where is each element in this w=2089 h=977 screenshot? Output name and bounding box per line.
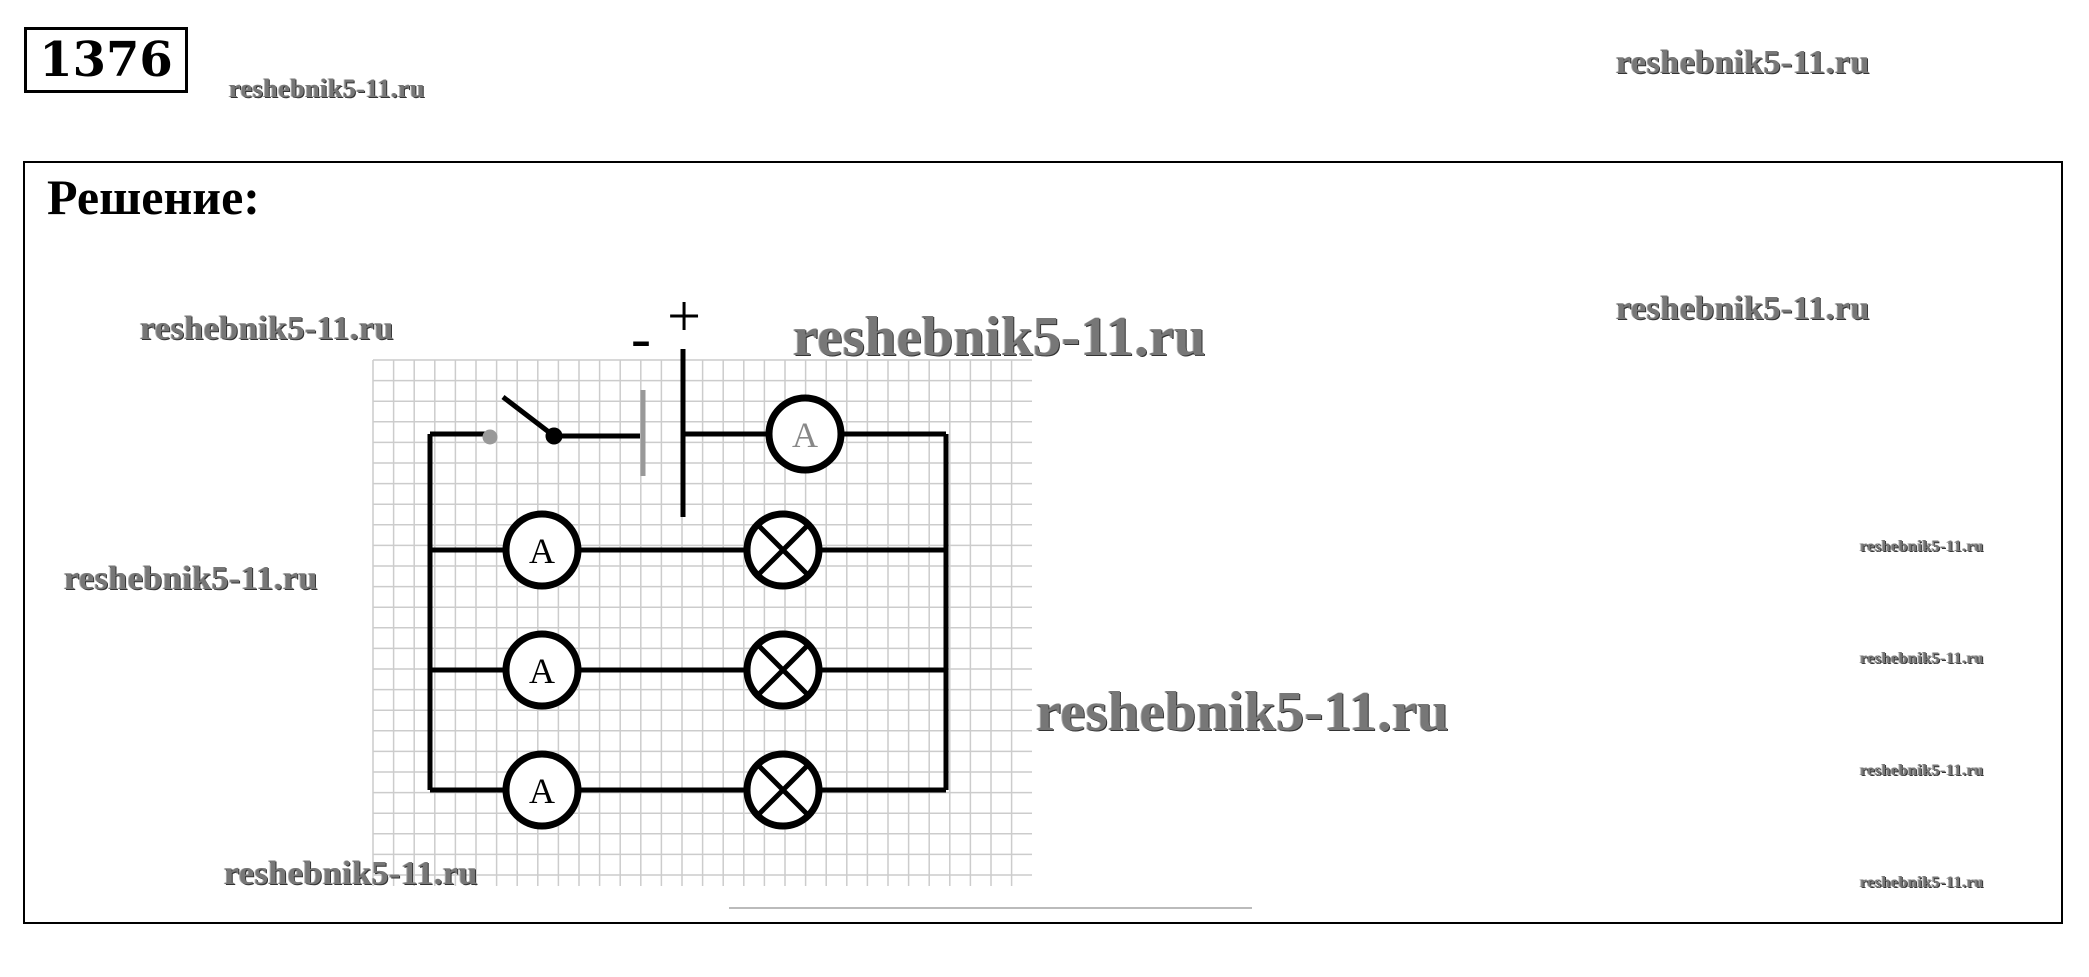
switch-pivot — [545, 427, 563, 445]
grid-paper — [372, 359, 1032, 886]
watermark: reshebnik5-11.ru — [140, 310, 394, 347]
problem-number: 1376 — [24, 27, 188, 93]
minus-sign: - — [631, 305, 651, 371]
watermark: reshebnik5-11.ru — [1860, 650, 1984, 667]
watermark: reshebnik5-11.ru — [1616, 44, 1870, 81]
lamp-icon — [743, 630, 823, 710]
ammeter-label: A — [529, 531, 555, 571]
ammeter-icon — [502, 750, 582, 830]
switch-contact — [482, 429, 498, 445]
watermark: reshebnik5-11.ru — [793, 306, 1207, 368]
ammeter-icon — [502, 510, 582, 590]
watermark: reshebnik5-11.ru — [224, 855, 478, 892]
solution-frame — [23, 161, 2063, 924]
watermark: reshebnik5-11.ru — [1036, 681, 1450, 743]
lamp-icon — [743, 750, 823, 830]
watermark: reshebnik5-11.ru — [1860, 874, 1984, 891]
watermark: reshebnik5-11.ru — [64, 560, 318, 597]
watermark: reshebnik5-11.ru — [1860, 538, 1984, 555]
ammeter-label: A — [792, 415, 818, 455]
ammeter-label: A — [529, 651, 555, 691]
wire — [427, 434, 949, 790]
ammeter-icon — [502, 630, 582, 710]
solution-heading: Решение: — [47, 169, 260, 225]
watermark: reshebnik5-11.ru — [229, 74, 426, 103]
watermark: reshebnik5-11.ru — [1616, 290, 1870, 327]
switch-arm — [501, 395, 556, 438]
ammeter-label: A — [529, 771, 555, 811]
watermark: reshebnik5-11.ru — [1860, 762, 1984, 779]
ammeter-icon — [765, 394, 845, 474]
plus-sign: + — [667, 283, 701, 349]
lamp-icon — [743, 510, 823, 590]
wire — [430, 431, 946, 439]
